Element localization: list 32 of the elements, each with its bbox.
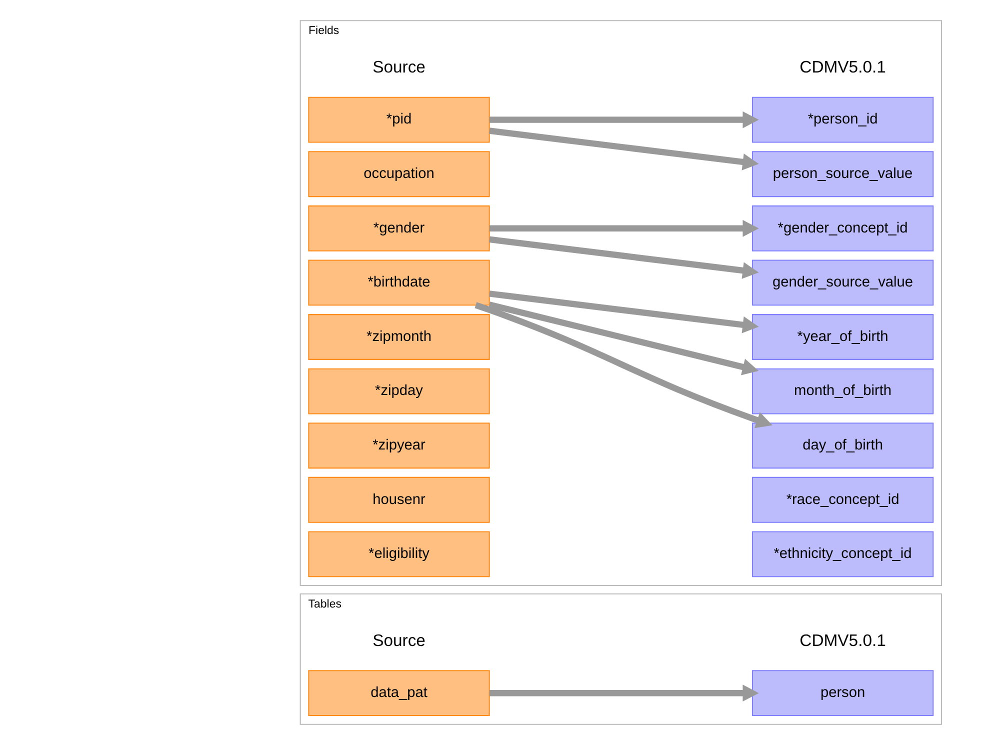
arrow bbox=[488, 302, 758, 376]
node-box: *eligibility bbox=[308, 531, 490, 578]
arrow bbox=[488, 128, 758, 170]
node-box: *gender bbox=[308, 205, 490, 252]
node-box: *race_concept_id bbox=[751, 476, 934, 523]
node-box: *zipmonth bbox=[308, 314, 490, 360]
node-box: *zipyear bbox=[308, 422, 490, 469]
arrow bbox=[488, 684, 758, 702]
arrow bbox=[488, 111, 758, 128]
node-box: *gender_concept_id bbox=[751, 205, 934, 252]
label: Source bbox=[372, 630, 425, 650]
node-box: *ethnicity_concept_id bbox=[751, 531, 934, 578]
label: CDMV5.0.1 bbox=[799, 58, 886, 77]
label: Source bbox=[372, 58, 425, 77]
arrow bbox=[474, 302, 772, 428]
node-box: person_source_value bbox=[751, 151, 934, 198]
node-box: data_pat bbox=[308, 670, 490, 716]
node-box: *zipday bbox=[308, 368, 490, 414]
node-box: person bbox=[751, 670, 934, 716]
node-box: month_of_birth bbox=[751, 368, 934, 414]
arrow bbox=[488, 290, 758, 334]
node-box: day_of_birth bbox=[751, 422, 934, 469]
node-box: *year_of_birth bbox=[751, 314, 934, 360]
node-box: gender_source_value bbox=[751, 260, 934, 306]
node-box: *pid bbox=[308, 96, 490, 143]
node-box: occupation bbox=[308, 151, 490, 198]
arrow bbox=[488, 236, 758, 279]
node-box: *person_id bbox=[751, 96, 934, 143]
arrow bbox=[488, 220, 758, 237]
label: CDMV5.0.1 bbox=[799, 630, 886, 650]
node-box: *birthdate bbox=[308, 260, 490, 306]
node-box: housenr bbox=[308, 476, 490, 523]
